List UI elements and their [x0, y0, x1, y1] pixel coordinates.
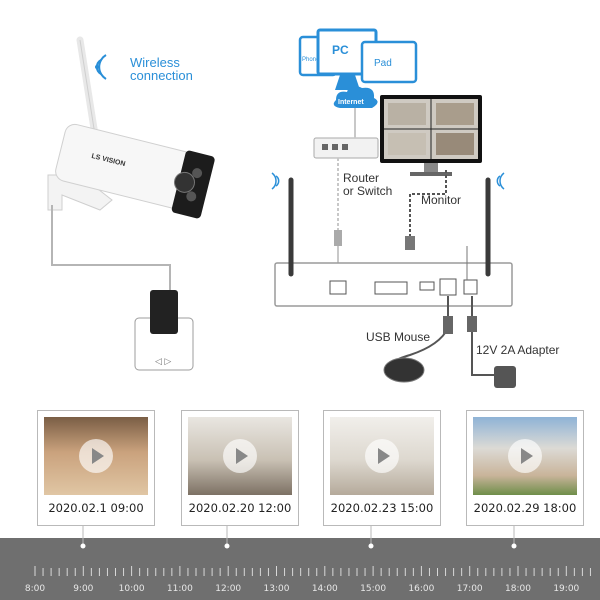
recording-caption: 2020.02.20 12:00 — [188, 501, 292, 515]
internet-label: Internet — [338, 99, 364, 106]
camera-cable — [51, 205, 171, 290]
timeline-hour-label: 11:00 — [166, 584, 193, 594]
timeline-marker — [511, 543, 517, 549]
timeline-hour-label: 12:00 — [215, 584, 242, 594]
play-icon[interactable] — [508, 439, 542, 473]
wireless-label: Wireless connection — [130, 56, 193, 82]
router-line-2: or Switch — [343, 184, 393, 198]
pad-label: Pad — [374, 58, 392, 69]
recording-card-2[interactable]: 2020.02.20 12:00 — [181, 410, 299, 526]
timeline-marker — [224, 543, 230, 549]
play-icon[interactable] — [365, 439, 399, 473]
recording-thumbnail — [188, 417, 292, 495]
pc-label: PC — [332, 43, 349, 57]
timeline-hour-label: 10:00 — [118, 584, 145, 594]
timeline-hour-label: 15:00 — [360, 584, 387, 594]
timeline-marker — [368, 543, 374, 549]
usb-mouse — [383, 357, 425, 383]
timeline-hour-label: 19:00 — [553, 584, 580, 594]
timeline-marker — [80, 543, 86, 549]
play-icon[interactable] — [223, 439, 257, 473]
timeline-bar[interactable] — [0, 538, 600, 600]
recording-thumbnail — [330, 417, 434, 495]
router-label: Router or Switch — [343, 172, 392, 198]
recording-thumbnail — [44, 417, 148, 495]
timeline-hour-label: 18:00 — [505, 584, 531, 594]
phone-label: Phone — [302, 57, 320, 63]
adapter-label: 12V 2A Adapter — [476, 343, 560, 357]
wifi-icon — [95, 54, 107, 80]
timeline-hour-label: 14:00 — [311, 584, 338, 594]
timeline-hour-label: 17:00 — [456, 584, 483, 594]
usb-mouse-label: USB Mouse — [366, 330, 431, 344]
router-line-1: Router — [343, 171, 380, 185]
recording-card-4[interactable]: 2020.02.29 18:00 — [466, 410, 584, 526]
wireless-line-1: Wireless — [130, 55, 180, 70]
internet-cloud — [333, 85, 378, 108]
timeline-hour-label: 13:00 — [263, 584, 290, 594]
recording-card-3[interactable]: 2020.02.23 15:00 — [323, 410, 441, 526]
timeline-hour-label: 16:00 — [408, 584, 435, 594]
monitor — [380, 95, 482, 176]
camera-body — [55, 123, 215, 219]
timeline-hour-label: 8:00 — [24, 584, 46, 594]
power-adapter — [494, 366, 516, 388]
power-plug — [150, 290, 178, 334]
wireless-line-2: connection — [130, 68, 193, 83]
recording-caption: 2020.02.29 18:00 — [473, 501, 577, 515]
timeline-hour-label: 9:00 — [73, 584, 94, 594]
recording-thumbnail — [473, 417, 577, 495]
play-icon[interactable] — [79, 439, 113, 473]
recording-caption: 2020.02.1 09:00 — [48, 501, 144, 515]
recording-card-1[interactable]: 2020.02.1 09:00 — [37, 410, 155, 526]
monitor-label: Monitor — [421, 193, 462, 207]
svg-text:◁ ▷: ◁ ▷ — [155, 356, 171, 366]
client-devices — [298, 28, 418, 90]
recording-caption: 2020.02.23 15:00 — [330, 501, 434, 515]
